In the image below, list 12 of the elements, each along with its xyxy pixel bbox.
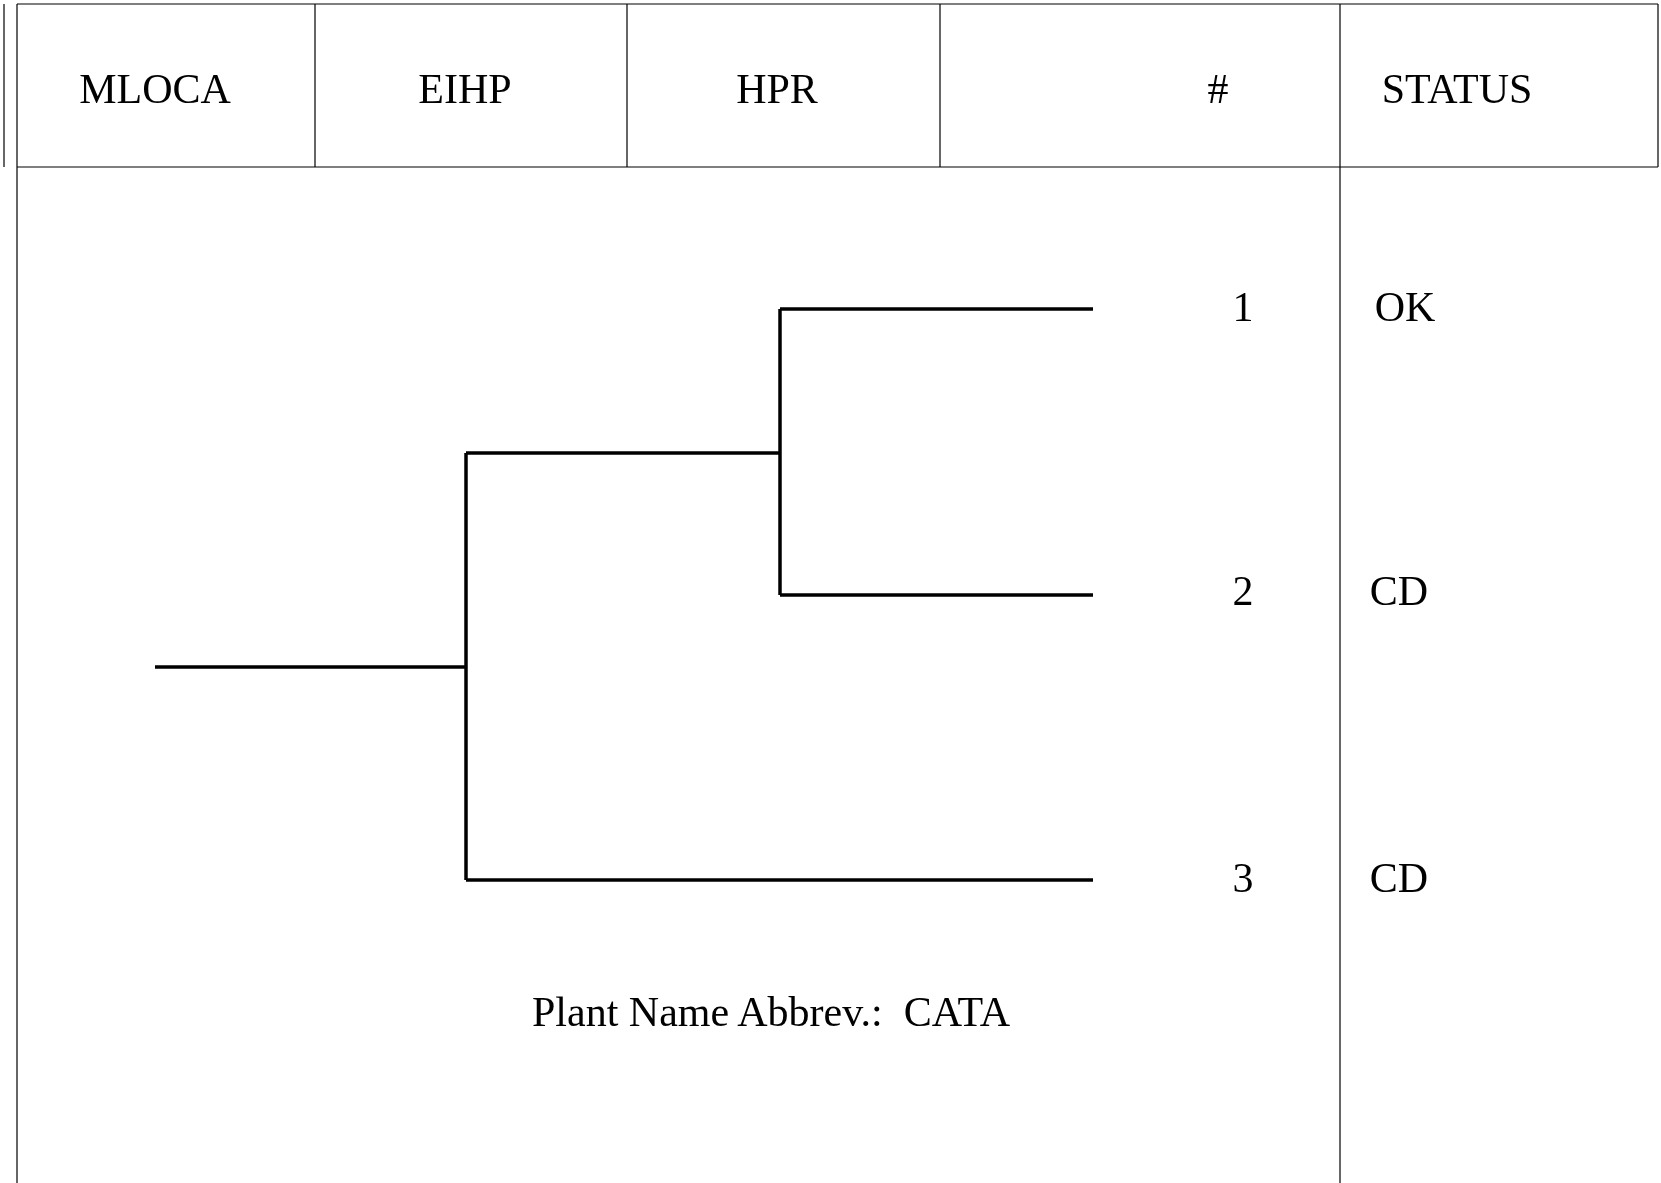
status-text: CD bbox=[1369, 567, 1429, 615]
plant-name-note: Plant Name Abbrev.: CATA bbox=[532, 988, 1010, 1036]
status-text: OK bbox=[1374, 283, 1436, 331]
leaf-number: 3 bbox=[1232, 854, 1254, 902]
status-text: CD bbox=[1369, 854, 1429, 902]
column-header: EIHP bbox=[418, 65, 512, 113]
column-header: MLOCA bbox=[79, 65, 231, 113]
column-header: # bbox=[1207, 65, 1229, 113]
leaf-number: 2 bbox=[1232, 567, 1254, 615]
leaf-number: 1 bbox=[1232, 283, 1254, 331]
column-header: STATUS bbox=[1381, 65, 1533, 113]
column-header: HPR bbox=[736, 65, 818, 113]
